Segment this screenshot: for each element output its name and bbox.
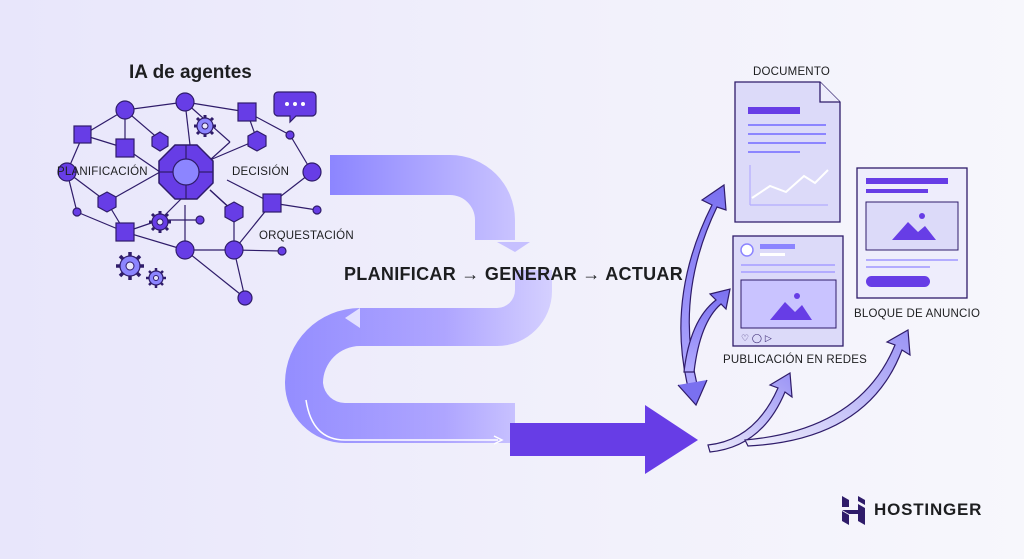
brand-wordmark: HOSTINGER bbox=[874, 500, 982, 520]
ribbon-middle-notch bbox=[345, 308, 360, 328]
svg-text:♡ ◯ ▷: ♡ ◯ ▷ bbox=[741, 334, 772, 344]
network-node bbox=[175, 240, 195, 260]
agent-network-nodes bbox=[57, 92, 322, 306]
network-node bbox=[277, 246, 287, 256]
network-node bbox=[115, 100, 135, 120]
ribbon-middle-segment bbox=[285, 270, 552, 443]
ribbon-guide-line bbox=[305, 399, 498, 441]
social-post-card: ♡ ◯ ▷ bbox=[732, 235, 844, 347]
flow-text: PLANIFICAR → GENERAR → ACTUAR bbox=[344, 264, 684, 284]
document-card bbox=[734, 81, 841, 223]
network-node bbox=[57, 162, 77, 182]
ribbon-guide-arrowhead bbox=[493, 435, 504, 445]
network-node bbox=[115, 138, 135, 158]
distribution-arrows bbox=[677, 183, 911, 453]
label-planificacion: PLANIFICACIÓN bbox=[57, 166, 148, 178]
flow-ribbon bbox=[285, 155, 698, 474]
ribbon-top-tip bbox=[497, 242, 530, 252]
gear-icon bbox=[194, 115, 216, 137]
network-node bbox=[115, 222, 135, 242]
gear-icon bbox=[146, 268, 166, 288]
chat-bubble-icon bbox=[273, 91, 317, 124]
brand-name: HOSTINGER bbox=[874, 500, 983, 519]
network-node bbox=[195, 215, 205, 225]
network-node bbox=[97, 191, 117, 213]
network-node bbox=[151, 131, 169, 152]
network-node bbox=[285, 130, 295, 140]
ribbon-top-segment bbox=[330, 155, 515, 240]
label-documento: DOCUMENTO bbox=[753, 66, 830, 78]
central-hub-icon bbox=[158, 144, 214, 200]
label-bloque-anuncio: BLOQUE DE ANUNCIO bbox=[854, 308, 981, 320]
network-node bbox=[302, 162, 322, 182]
network-node bbox=[237, 290, 253, 306]
network-node bbox=[237, 102, 257, 122]
gear-icon bbox=[149, 211, 171, 233]
network-node bbox=[175, 92, 195, 112]
ribbon-final-arrow bbox=[510, 405, 698, 474]
network-node bbox=[262, 193, 282, 213]
network-node bbox=[72, 207, 82, 217]
network-node bbox=[73, 125, 92, 144]
network-node bbox=[247, 130, 267, 152]
label-publicacion: PUBLICACIÓN EN REDES bbox=[723, 354, 867, 366]
gear-icon bbox=[116, 252, 144, 280]
network-node bbox=[312, 205, 322, 215]
ad-block-card bbox=[856, 167, 968, 299]
label-orquestacion: ORQUESTACIÓN bbox=[259, 230, 354, 242]
network-node bbox=[224, 201, 244, 223]
network-node bbox=[224, 240, 244, 260]
hostinger-logo-icon bbox=[842, 496, 865, 525]
label-decision: DECISIÓN bbox=[232, 166, 290, 178]
diagram-title: IA de agentes bbox=[129, 62, 252, 83]
